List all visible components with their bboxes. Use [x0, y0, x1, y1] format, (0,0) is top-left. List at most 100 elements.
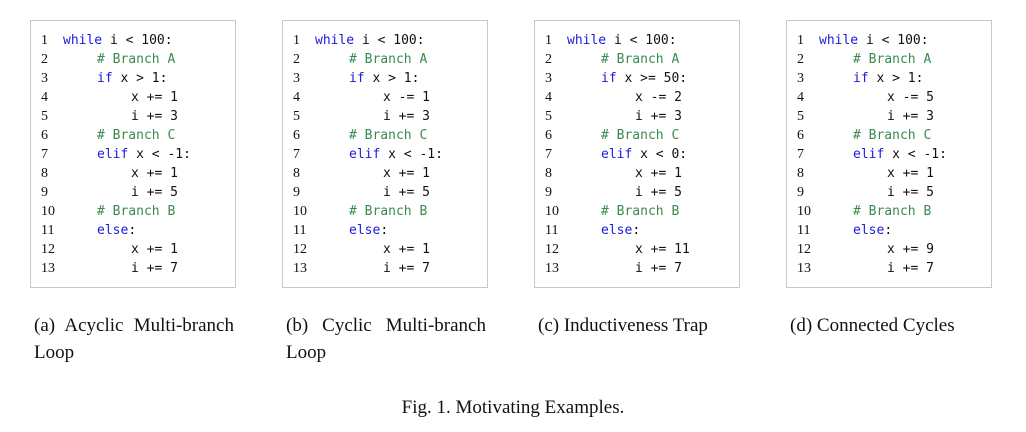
code-text: i += 5 [131, 183, 178, 202]
subfigure-caption: (b) Cyclic Multi-branch Loop [286, 315, 486, 363]
code-line: 2# Branch A [787, 50, 991, 69]
line-number: 11 [797, 223, 811, 238]
comment: # Branch A [349, 52, 428, 67]
line-number: 9 [797, 185, 804, 200]
code-text: x += 1 [635, 164, 682, 183]
code-text: i += 7 [635, 259, 682, 278]
code-token: x += 9 [887, 242, 934, 257]
line-number: 9 [545, 185, 552, 200]
code-text: if x > 1: [97, 69, 167, 88]
line-number: 7 [41, 147, 48, 162]
code-line: 10# Branch B [283, 202, 487, 221]
code-text: # Branch B [97, 202, 175, 221]
code-token: i < 100: [102, 33, 173, 48]
code-line: 10 # Branch B [31, 202, 235, 221]
code-token: x += 1 [131, 242, 178, 257]
keyword: else [601, 223, 633, 238]
keyword: elif [601, 147, 633, 162]
line-number: 9 [293, 185, 300, 200]
code-line: 2# Branch A [31, 50, 235, 69]
keyword: else [853, 223, 885, 238]
code-line: 1 while i < 100: [31, 31, 235, 50]
code-text: i += 7 [383, 259, 430, 278]
code-text: i += 3 [635, 107, 682, 126]
subfigure-caption: (c) Inductiveness Trap [538, 315, 708, 336]
code-token: i += 5 [131, 185, 178, 200]
line-number: 11 [293, 223, 307, 238]
line-number: 3 [41, 71, 48, 86]
line-number: 3 [797, 71, 804, 86]
code-token: i += 3 [383, 109, 430, 124]
code-token: i += 3 [887, 109, 934, 124]
code-text: # Branch A [853, 50, 931, 69]
code-token: : [884, 223, 893, 238]
code-line: 6# Branch C [787, 126, 991, 145]
code-text: x -= 5 [887, 88, 934, 107]
keyword: if [601, 71, 617, 86]
code-token: x < 0: [632, 147, 688, 162]
comment: # Branch C [853, 128, 932, 143]
code-text: elif x < -1: [853, 145, 947, 164]
line-number: 13 [545, 261, 559, 276]
code-token: i < 100: [858, 33, 929, 48]
line-number: 13 [293, 261, 307, 276]
code-token: i += 7 [383, 261, 430, 276]
line-number: 7 [545, 147, 552, 162]
line-number: 8 [293, 166, 300, 181]
line-number: 5 [545, 109, 552, 124]
line-number: 4 [41, 90, 48, 105]
code-token: x < -1: [380, 147, 443, 162]
code-text: if x > 1: [853, 69, 923, 88]
code-text: x += 9 [887, 240, 934, 259]
line-number: 5 [797, 109, 804, 124]
line-number: 1 [293, 33, 300, 48]
keyword: while [567, 33, 607, 48]
code-text: while i < 100: [63, 31, 173, 50]
code-text: x += 1 [887, 164, 934, 183]
code-text: x += 11 [635, 240, 690, 259]
code-token: x > 1: [364, 71, 420, 86]
line-number: 2 [545, 52, 552, 67]
code-text: if x >= 50: [601, 69, 687, 88]
line-number: 5 [293, 109, 300, 124]
code-text: # Branch B [601, 202, 679, 221]
comment: # Branch A [97, 52, 176, 67]
keyword: elif [349, 147, 381, 162]
line-number: 4 [797, 90, 804, 105]
comment: # Branch C [97, 128, 176, 143]
code-text: x -= 2 [635, 88, 682, 107]
code-token: x > 1: [112, 71, 168, 86]
code-token: x -= 2 [635, 90, 682, 105]
line-number: 13 [41, 261, 55, 276]
line-number: 10 [293, 204, 307, 219]
code-token: : [128, 223, 137, 238]
comment: # Branch C [349, 128, 428, 143]
keyword: while [63, 33, 103, 48]
code-line: 11 else: [787, 221, 991, 240]
code-line: 6# Branch C [31, 126, 235, 145]
figure-caption: Fig. 1. Motivating Examples. [401, 397, 625, 418]
code-text: x += 1 [383, 164, 430, 183]
code-token: x += 1 [635, 166, 682, 181]
line-number: 10 [41, 204, 55, 219]
line-number: 1 [41, 33, 48, 48]
code-text: # Branch A [601, 50, 679, 69]
code-line: 6# Branch C [535, 126, 739, 145]
code-token: x > 1: [868, 71, 924, 86]
code-text: if x > 1: [349, 69, 419, 88]
code-token: i += 3 [635, 109, 682, 124]
code-line: 5 i += 3 [283, 107, 487, 126]
comment: # Branch B [601, 204, 680, 219]
line-number: 7 [797, 147, 804, 162]
